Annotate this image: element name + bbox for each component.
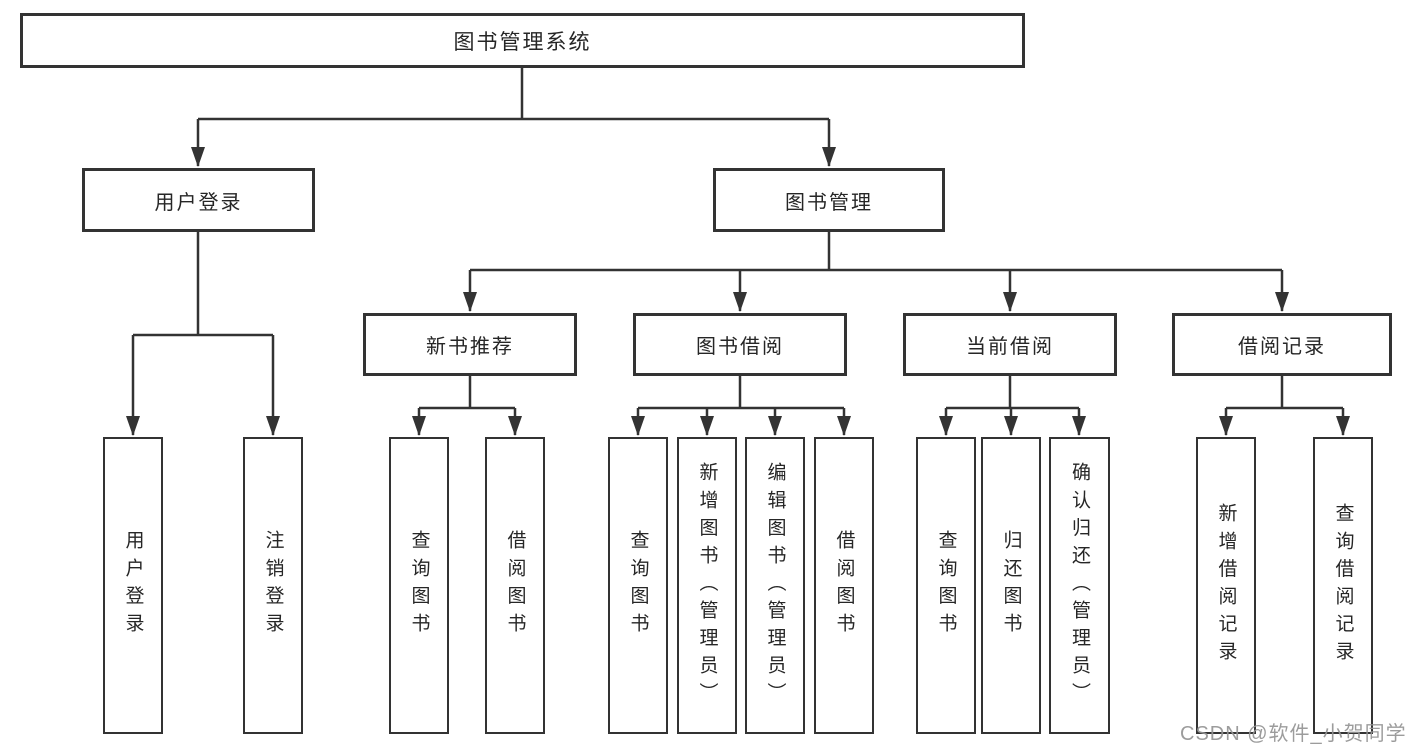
node-leaf-query-borrow-record: 查询借阅记录 [1313, 437, 1373, 734]
node-book-management-label: 图书管理 [785, 191, 873, 214]
node-leaf-add-books-admin-label: 新增图书（管理员） [696, 461, 718, 710]
node-leaf-edit-books-admin: 编辑图书（管理员） [745, 437, 805, 734]
node-leaf-query-books-2: 查询图书 [608, 437, 668, 734]
node-new-book-recommendation: 新书推荐 [363, 313, 577, 376]
node-leaf-logout: 注销登录 [243, 437, 303, 734]
node-leaf-query-books-1: 查询图书 [389, 437, 449, 734]
node-leaf-borrow-books-1: 借阅图书 [485, 437, 545, 734]
node-user-login-label: 用户登录 [154, 191, 243, 214]
node-leaf-query-books-3: 查询图书 [916, 437, 976, 734]
node-leaf-query-books-1-label: 查询图书 [408, 530, 430, 641]
node-book-management: 图书管理 [713, 168, 945, 232]
node-leaf-borrow-books-2: 借阅图书 [814, 437, 874, 734]
node-leaf-query-books-2-label: 查询图书 [627, 530, 649, 641]
csdn-watermark: CSDN @软件_小贺同学 [1180, 723, 1405, 745]
node-book-borrowing-label: 图书借阅 [696, 336, 784, 358]
node-leaf-return-books: 归还图书 [981, 437, 1041, 734]
node-leaf-add-borrow-record-label: 新增借阅记录 [1215, 502, 1237, 669]
node-leaf-borrow-books-2-label: 借阅图书 [833, 530, 855, 641]
node-new-book-recommendation-label: 新书推荐 [426, 336, 514, 358]
node-leaf-user-login-label: 用户登录 [122, 530, 144, 641]
node-user-login: 用户登录 [82, 168, 315, 232]
node-current-borrowing: 当前借阅 [903, 313, 1117, 376]
node-leaf-add-books-admin: 新增图书（管理员） [677, 437, 737, 734]
node-leaf-return-books-label: 归还图书 [1000, 530, 1022, 641]
node-leaf-user-login: 用户登录 [103, 437, 163, 734]
node-leaf-logout-label: 注销登录 [262, 530, 284, 641]
node-borrowing-records-label: 借阅记录 [1238, 336, 1326, 358]
node-leaf-confirm-return-admin: 确认归还（管理员） [1049, 437, 1110, 734]
node-leaf-confirm-return-admin-label: 确认归还（管理员） [1069, 461, 1090, 710]
node-current-borrowing-label: 当前借阅 [966, 336, 1054, 358]
node-leaf-query-borrow-record-label: 查询借阅记录 [1332, 502, 1354, 669]
node-leaf-edit-books-admin-label: 编辑图书（管理员） [764, 461, 786, 710]
node-leaf-query-books-3-label: 查询图书 [935, 530, 957, 641]
node-leaf-borrow-books-1-label: 借阅图书 [504, 530, 526, 641]
node-root-label: 图书管理系统 [453, 30, 592, 54]
node-root: 图书管理系统 [20, 13, 1025, 68]
node-book-borrowing: 图书借阅 [633, 313, 847, 376]
node-leaf-add-borrow-record: 新增借阅记录 [1196, 437, 1256, 734]
node-borrowing-records: 借阅记录 [1172, 313, 1392, 376]
